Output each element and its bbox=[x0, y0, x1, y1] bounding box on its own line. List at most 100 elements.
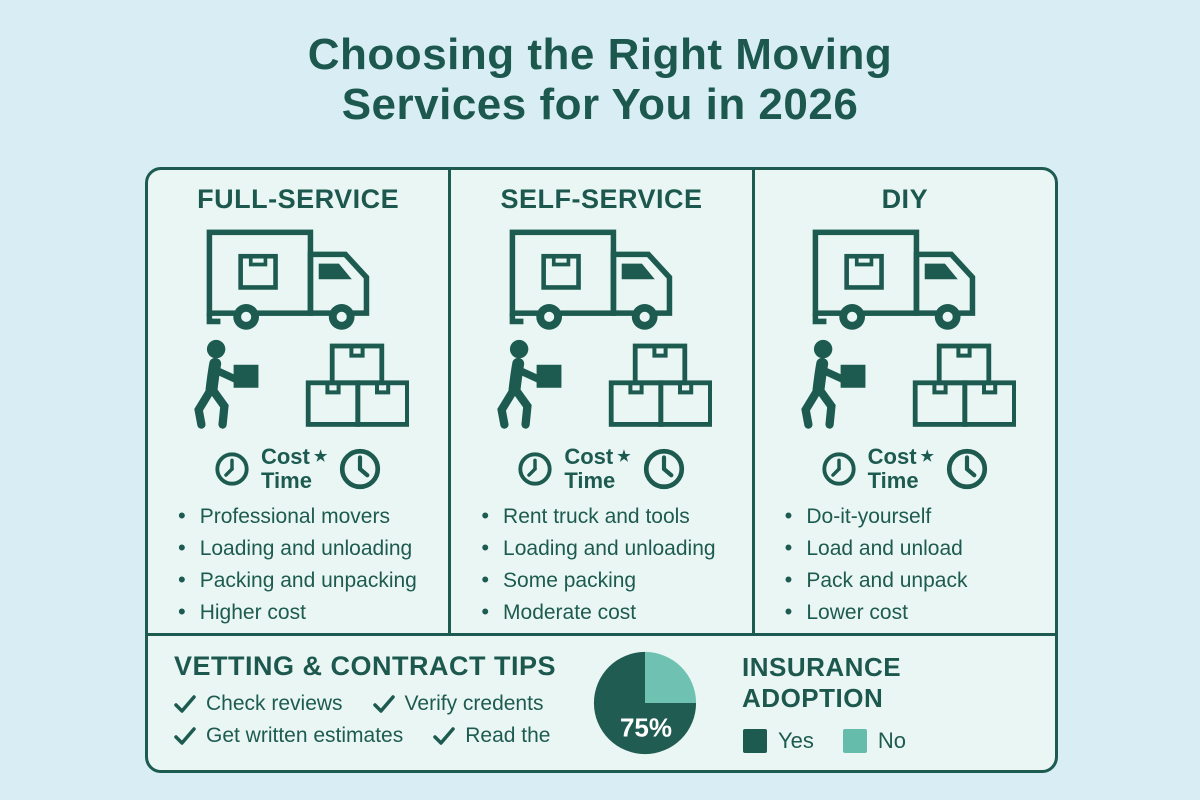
tip-text: Verify credents bbox=[404, 691, 544, 715]
moving-truck-icon bbox=[206, 229, 369, 330]
comparison-card: FULL-SERVICE bbox=[145, 167, 1058, 773]
stacked-boxes-icon bbox=[305, 343, 410, 427]
legend-swatch-yes bbox=[743, 729, 768, 753]
feature-list: •Professional movers •Loading and unload… bbox=[148, 505, 448, 633]
list-item: •Professional movers bbox=[178, 505, 440, 529]
small-clock-icon bbox=[518, 452, 552, 486]
tips-title: VETTING & CONTRACT TIPS bbox=[174, 650, 556, 681]
list-item-text: Rent truck and tools bbox=[503, 505, 690, 528]
stacked-boxes-icon bbox=[912, 343, 1016, 427]
legend-swatch-no bbox=[842, 729, 867, 753]
vetting-tips-block: VETTING & CONTRACT TIPS Check reviews Ve… bbox=[174, 651, 574, 756]
large-clock-icon bbox=[946, 448, 988, 489]
tip-item: Read the bbox=[433, 724, 550, 748]
list-item: • Do-it-yourself bbox=[785, 505, 1047, 529]
moving-truck-icon bbox=[509, 229, 673, 330]
footer-section: VETTING & CONTRACT TIPS Check reviews Ve… bbox=[148, 636, 1055, 770]
pie-slice-no bbox=[645, 651, 697, 703]
bullet-icon: • bbox=[481, 599, 490, 624]
column-diy: DIY bbox=[751, 170, 1055, 633]
insurance-title: INSURANCE ADOPTION bbox=[742, 652, 902, 713]
column-full-service: FULL-SERVICE bbox=[148, 170, 448, 633]
column-header: DIY bbox=[881, 184, 929, 214]
bullet-icon: • bbox=[481, 567, 490, 592]
list-item: •Loading and unloading bbox=[178, 537, 440, 561]
tips-row: Get written estimates Read the bbox=[174, 724, 574, 748]
legend-label: No bbox=[877, 728, 907, 753]
list-item-text: Packing and unpacking bbox=[199, 569, 417, 592]
column-header: SELF-SERVICE bbox=[500, 184, 703, 214]
list-item: • Moderate cost bbox=[481, 601, 743, 625]
bullet-icon: • bbox=[178, 535, 186, 560]
bullet-icon: • bbox=[784, 599, 793, 624]
insurance-pie-chart: 75% bbox=[593, 651, 697, 755]
check-icon bbox=[174, 694, 196, 713]
person-carrying-box-icon bbox=[497, 339, 562, 429]
icons-row bbox=[490, 339, 713, 431]
list-item-text: Pack and unpack bbox=[806, 569, 968, 592]
star-icon: ★ bbox=[920, 447, 934, 465]
legend-item-yes: Yes bbox=[742, 728, 814, 754]
tip-text: Read the bbox=[465, 723, 551, 747]
list-item: • Load and unload bbox=[785, 537, 1047, 561]
pie-legend: Yes No bbox=[742, 728, 1029, 754]
list-item-text: Do-it-yourself bbox=[806, 505, 932, 528]
list-item-text: Load and unload bbox=[806, 537, 963, 560]
check-icon bbox=[372, 694, 395, 713]
small-clock-icon bbox=[822, 452, 856, 486]
list-item-text: Some packing bbox=[503, 569, 637, 592]
check-icon bbox=[433, 726, 455, 745]
feature-list: • Do-it-yourself • Load and unload • Pack a… bbox=[755, 505, 1055, 633]
list-item: • Rent truck and tools bbox=[481, 505, 743, 529]
list-item: • Higher cost bbox=[178, 601, 440, 625]
column-self-service: SELF-SERVICE bbox=[448, 170, 751, 633]
bullet-icon: • bbox=[481, 535, 490, 560]
check-icon bbox=[174, 726, 196, 745]
stacked-boxes-icon bbox=[609, 343, 713, 427]
bullet-icon: • bbox=[784, 535, 793, 560]
tips-row: Check reviews Verify credents bbox=[174, 692, 574, 716]
list-item: • Loading and unloading bbox=[481, 537, 743, 561]
list-item-text: Loading and unloading bbox=[503, 537, 716, 560]
large-clock-icon bbox=[340, 448, 381, 489]
cost-label: Cost bbox=[564, 443, 614, 469]
page-title-line1: Choosing the Right Moving bbox=[307, 30, 893, 79]
column-header: FULL-SERVICE bbox=[197, 184, 400, 214]
tip-item: Check reviews bbox=[174, 692, 343, 716]
cost-label: Cost bbox=[867, 443, 917, 469]
large-clock-icon bbox=[643, 448, 684, 489]
cost-time-label: Cost★ Time bbox=[260, 443, 328, 493]
list-item-text: Moderate cost bbox=[503, 601, 637, 624]
star-icon: ★ bbox=[313, 447, 328, 465]
small-clock-icon bbox=[215, 452, 249, 486]
list-item-text: Lower cost bbox=[806, 601, 908, 624]
pie-center-label: 75% bbox=[620, 713, 672, 743]
tip-text: Check reviews bbox=[206, 691, 343, 715]
cost-time-label: Cost★ Time bbox=[867, 443, 934, 493]
cost-time-row: Cost★ Time bbox=[820, 443, 990, 493]
star-icon: ★ bbox=[617, 447, 631, 465]
bullet-icon: • bbox=[178, 599, 186, 624]
list-item: • Lower cost bbox=[785, 601, 1047, 625]
icons-row bbox=[794, 339, 1016, 431]
tip-text: Get written estimates bbox=[206, 723, 404, 747]
list-item: • Pack and unpack bbox=[785, 569, 1047, 593]
person-carrying-box-icon bbox=[194, 339, 259, 429]
icons-row bbox=[187, 339, 410, 431]
legend-label: Yes bbox=[778, 728, 814, 753]
time-label: Time bbox=[867, 467, 919, 493]
list-item-text: Professional movers bbox=[199, 505, 390, 528]
tip-item: Verify credents bbox=[372, 691, 544, 716]
list-item: • Some packing bbox=[481, 569, 743, 593]
time-label: Time bbox=[564, 467, 616, 493]
insurance-block: INSURANCE ADOPTION Yes No bbox=[742, 652, 1029, 754]
list-item-text: Higher cost bbox=[199, 601, 306, 624]
tip-item: Get written estimates bbox=[174, 724, 403, 748]
page-title: Choosing the Right Moving Services for Y… bbox=[0, 30, 1200, 130]
bullet-icon: • bbox=[784, 567, 793, 592]
cost-time-label: Cost★ Time bbox=[564, 443, 631, 493]
service-columns: FULL-SERVICE bbox=[148, 170, 1055, 636]
bullet-icon: • bbox=[784, 503, 793, 528]
cost-label: Cost bbox=[260, 443, 310, 469]
bullet-icon: • bbox=[481, 503, 490, 528]
